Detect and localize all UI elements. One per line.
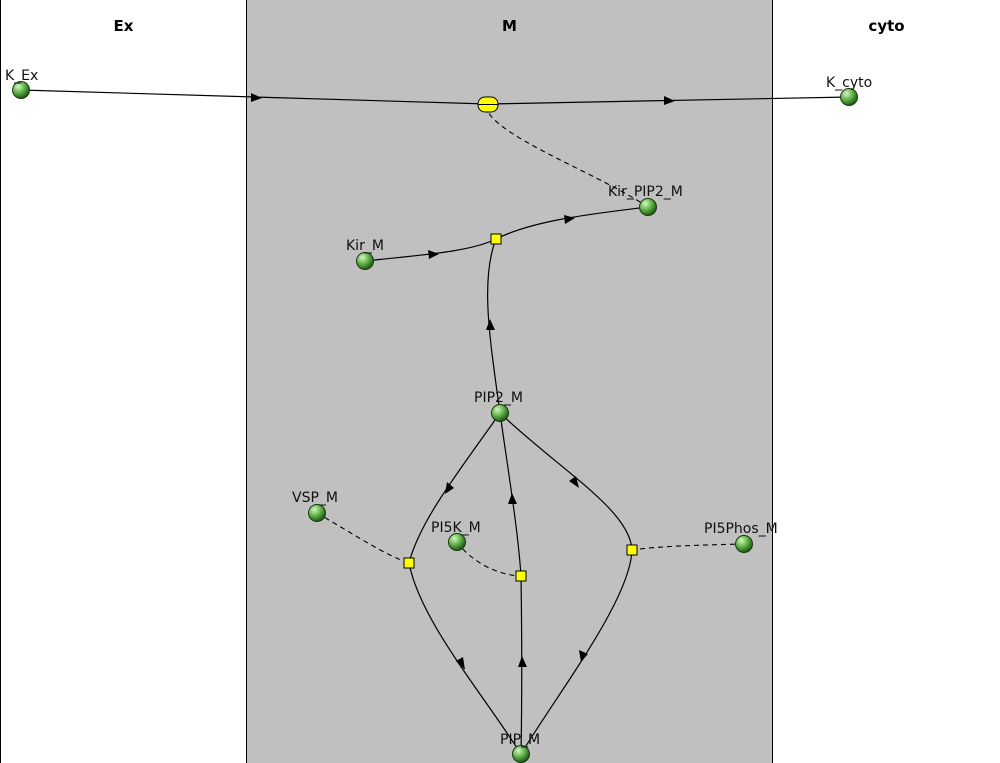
species-pi5k-m[interactable]: PI5K_M [431, 520, 481, 551]
species-label: VSP_M [292, 490, 338, 506]
species-k-cyto[interactable]: K_cyto [826, 75, 872, 106]
species-label: Kir_M [346, 238, 384, 254]
modifier-edge-pi5k [456, 541, 522, 577]
edge-kir-m-to-binding [364, 238, 497, 262]
compartment-ex[interactable]: Ex [0, 0, 247, 763]
species-label: K_cyto [826, 75, 872, 91]
arrowhead [664, 96, 675, 105]
phosphatase-reaction-glyph[interactable] [626, 544, 638, 556]
arrowhead [445, 482, 454, 494]
species-kir-pip2-m[interactable]: Kir_PIP2_M [608, 184, 683, 216]
compartment-title-m: M [502, 17, 517, 35]
species-label: PI5Phos_M [704, 521, 778, 537]
arrowhead [518, 656, 527, 667]
species-label: PIP_M [500, 732, 540, 748]
species-label: K_Ex [5, 68, 38, 84]
species-kir-m[interactable]: Kir_M [346, 238, 384, 270]
compartment-cyto[interactable]: cyto [773, 0, 1000, 763]
dephos-reaction-glyph[interactable] [403, 557, 415, 569]
species-label: PIP2_M [474, 390, 523, 406]
edge-phos-to-pip2 [499, 412, 522, 577]
arrowhead [579, 650, 588, 662]
edge-phosphatase-to-pip [520, 549, 633, 755]
modifier-edge-pi5phos [631, 543, 745, 551]
edge-pip2-to-dephos [408, 412, 501, 564]
species-vsp-m[interactable]: VSP_M [292, 490, 338, 522]
compartment-title-cyto: cyto [868, 17, 905, 35]
species-label: Kir_PIP2_M [608, 184, 683, 200]
modifier-edge-kir-pip2 [487, 111, 649, 208]
arrowhead [456, 657, 465, 670]
compartment-title-ex: Ex [113, 17, 134, 35]
binding-reaction-glyph[interactable] [490, 233, 502, 245]
arrowhead [564, 215, 575, 224]
species-pi5phos-m[interactable]: PI5Phos_M [704, 521, 778, 553]
arrowhead [486, 319, 495, 330]
arrowhead [251, 93, 262, 102]
modifier-edge-vsp [316, 512, 410, 564]
edge-dephos-to-pip [408, 562, 522, 755]
species-label: PI5K_M [431, 520, 481, 536]
channel-reaction-glyph[interactable] [477, 96, 499, 113]
species-k-ex[interactable]: K_Ex [5, 68, 38, 99]
arrowhead [428, 250, 439, 259]
compartment-m[interactable]: M [247, 0, 773, 763]
edge-binding-to-kir-pip2 [495, 206, 649, 240]
edge-pip2-to-binding [487, 238, 501, 414]
edge-pip-to-phos [520, 575, 523, 755]
arrowhead [569, 476, 579, 488]
phos-reaction-glyph[interactable] [515, 570, 527, 582]
edge-pip2-to-phosphatase [499, 412, 633, 551]
species-pip-m[interactable]: PIP_M [500, 732, 540, 763]
arrowhead [508, 493, 517, 504]
species-pip2-m[interactable]: PIP2_M [474, 390, 523, 422]
